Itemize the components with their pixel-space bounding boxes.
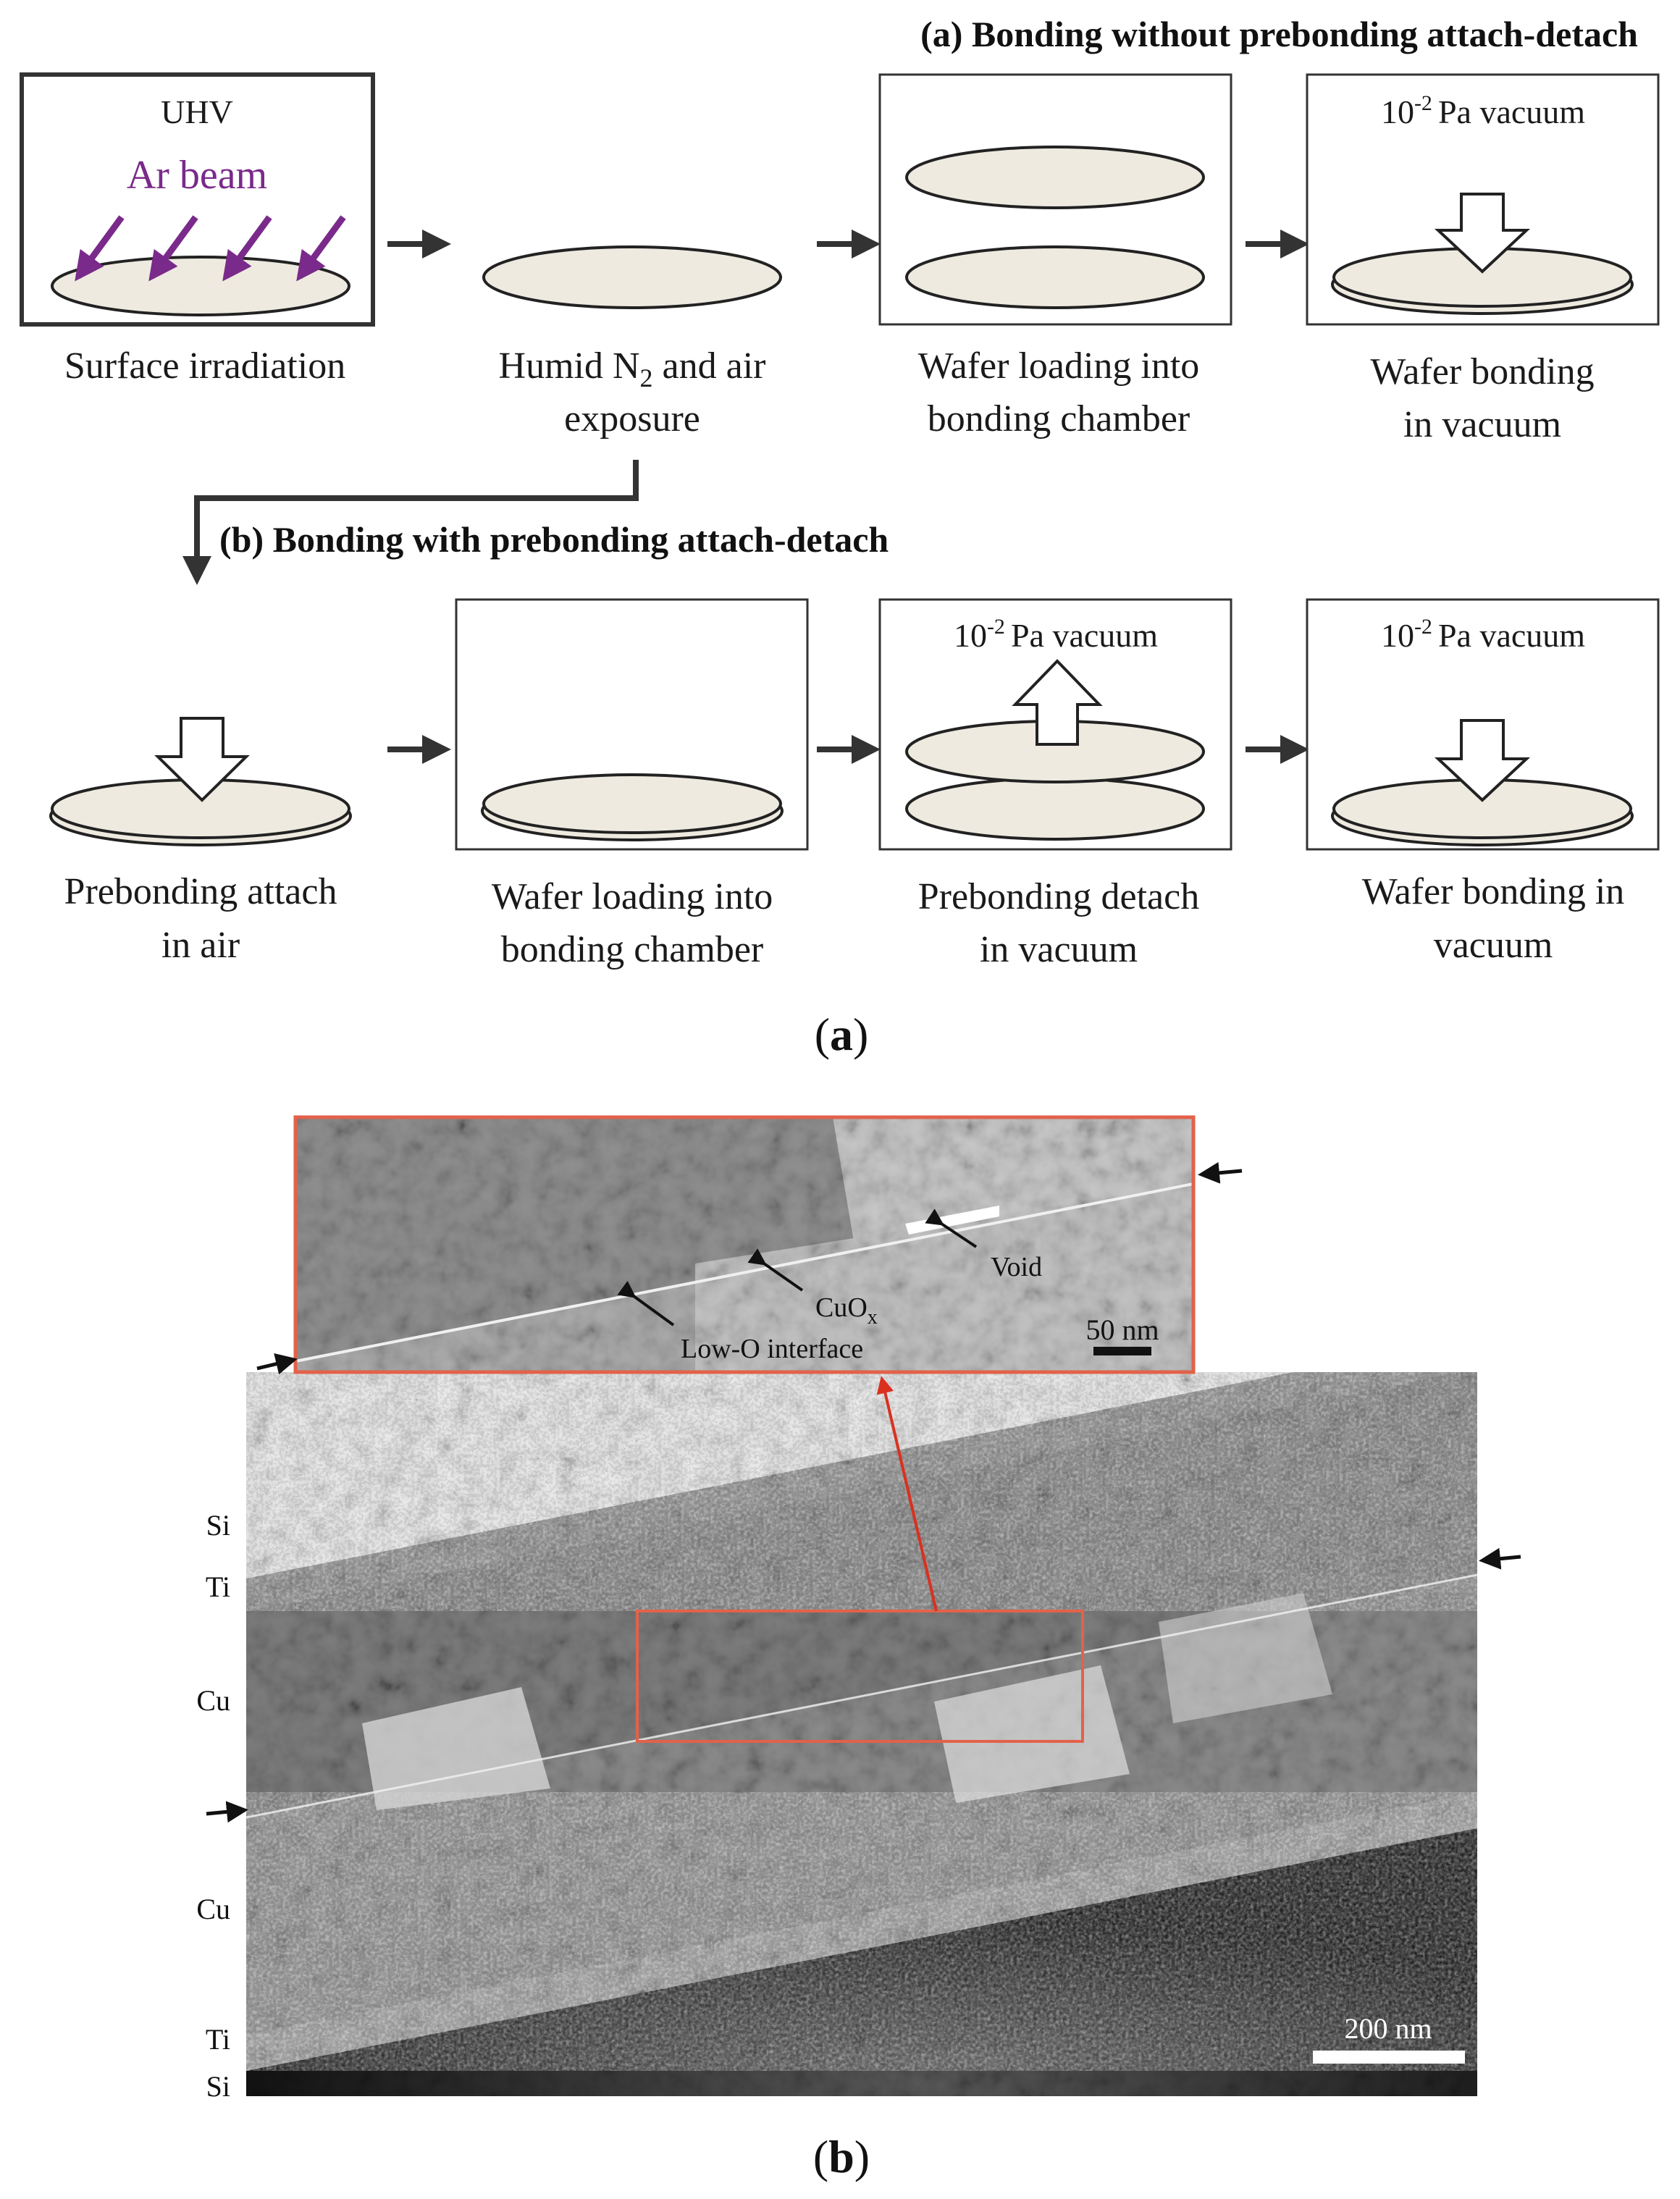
- layer-label-cu-top: Cu: [196, 1684, 230, 1717]
- press-down-arrow-icon: [1434, 193, 1531, 274]
- header-a: (a) Bonding without prebonding attach-de…: [920, 14, 1638, 54]
- caption-b: (b): [813, 2131, 870, 2182]
- label-surface-irradiation: Surface irradiation: [64, 345, 345, 387]
- label-humid-n2: Humid N2 and air: [499, 345, 766, 392]
- label-bonding-chamber: bonding chamber: [501, 929, 763, 970]
- ar-beam-arrows: [75, 215, 346, 282]
- label-wafer-loading: Wafer loading into: [492, 876, 773, 917]
- label-in-air: in air: [161, 925, 240, 966]
- tem-micrograph: [246, 1372, 1477, 2096]
- press-down-arrow-icon: [154, 717, 250, 802]
- row-b-step-1: Prebonding attach in air: [49, 717, 352, 966]
- ar-beam-arrow: [222, 215, 272, 282]
- ti-lower-grain: [246, 1792, 1477, 2071]
- label-vacuum: vacuum: [1434, 925, 1553, 966]
- inset-scale-bar: [1093, 1347, 1151, 1355]
- layer-label-si-bottom: Si: [206, 2070, 230, 2103]
- wafer-icon: [905, 146, 1205, 209]
- label-bonding-chamber: bonding chamber: [928, 398, 1190, 440]
- interface-marker-arrow: [1198, 1161, 1243, 1184]
- header-b: (b) Bonding with prebonding attach-detac…: [219, 519, 889, 560]
- uhv-label: UHV: [161, 93, 233, 130]
- bonding-interface-line: [246, 1573, 1477, 1819]
- wafer-icon: [482, 245, 782, 309]
- layer-label-ti-top: Ti: [206, 1571, 230, 1603]
- ar-beam-arrow: [75, 215, 125, 282]
- void-feature: [905, 1206, 999, 1235]
- layer-label-si-top: Si: [206, 1509, 230, 1542]
- interface-marker-arrow: [256, 1353, 298, 1375]
- caption-a: (a): [815, 1009, 869, 1060]
- wafer-icon: [51, 256, 350, 316]
- main-scale-bar: [1313, 2051, 1465, 2064]
- panel-a: (a) Bonding without prebonding attach-de…: [20, 14, 1660, 1060]
- inset-scale-label: 50 nm: [1085, 1313, 1159, 1346]
- inset-frame: [293, 1115, 1196, 1374]
- zoom-region-box: [636, 1610, 1084, 1743]
- low-o-interface-label: Low-O interface: [681, 1334, 863, 1364]
- interface-marker-arrow: [206, 1801, 248, 1823]
- cuox-label: CuOx: [815, 1292, 878, 1329]
- label-in-vacuum: in vacuum: [980, 929, 1138, 970]
- cuox-pointer-arrow: [747, 1248, 804, 1292]
- label-prebonding-detach: Prebonding detach: [918, 876, 1199, 917]
- press-down-arrow-icon: [1434, 719, 1531, 802]
- cu-grain: [1159, 1593, 1332, 1723]
- wafer-icon: [905, 777, 1205, 841]
- label-wafer-bonding-in: Wafer bonding in: [1362, 871, 1625, 912]
- layer-label-cu-bottom: Cu: [196, 1893, 230, 1925]
- ar-beam-arrow: [296, 215, 346, 282]
- row-a-step-2: Humid N2 and air exposure: [482, 245, 782, 440]
- zoom-pointer-arrow: [876, 1376, 938, 1612]
- wafer-icon: [905, 245, 1205, 309]
- layer-label-ti-bottom: Ti: [206, 2023, 230, 2056]
- panel-b: Void CuOx Low-O interface 50 nm Si Ti Cu…: [196, 1115, 1521, 2182]
- label-wafer-bonding: Wafer bonding: [1370, 351, 1594, 392]
- label-prebonding-attach: Prebonding attach: [64, 871, 337, 912]
- row-a-step-1: UHV Ar beam Surface irradiation: [20, 72, 375, 387]
- label-wafer-loading: Wafer loading into: [918, 345, 1200, 387]
- lift-up-arrow-icon: [1012, 659, 1103, 746]
- main-scale-label: 200 nm: [1344, 2012, 1432, 2045]
- branch-connector-arrow: [182, 460, 639, 585]
- void-pointer-arrow: [925, 1208, 978, 1248]
- inset-micrograph: Void CuOx Low-O interface 50 nm: [293, 1115, 1196, 1374]
- cu-grain: [362, 1687, 550, 1810]
- wafer-icon: [482, 773, 782, 834]
- label-in-vacuum: in vacuum: [1403, 404, 1561, 445]
- row-a-step-3: Wafer loading into bonding chamber: [878, 73, 1232, 440]
- cu-grain: [934, 1665, 1130, 1803]
- ti-upper-grain: [246, 1372, 1459, 1611]
- interface-marker-arrow: [1479, 1547, 1521, 1570]
- inset-texture: [295, 1117, 1193, 1372]
- void-label: Void: [991, 1252, 1042, 1282]
- row-b-step-2: Wafer loading into bonding chamber: [455, 598, 809, 970]
- ar-beam-arrow: [148, 215, 198, 282]
- label-exposure: exposure: [564, 398, 700, 440]
- inset-interface-line: [295, 1182, 1193, 1363]
- ar-beam-label: Ar beam: [127, 153, 267, 198]
- low-o-pointer-arrow: [617, 1281, 675, 1326]
